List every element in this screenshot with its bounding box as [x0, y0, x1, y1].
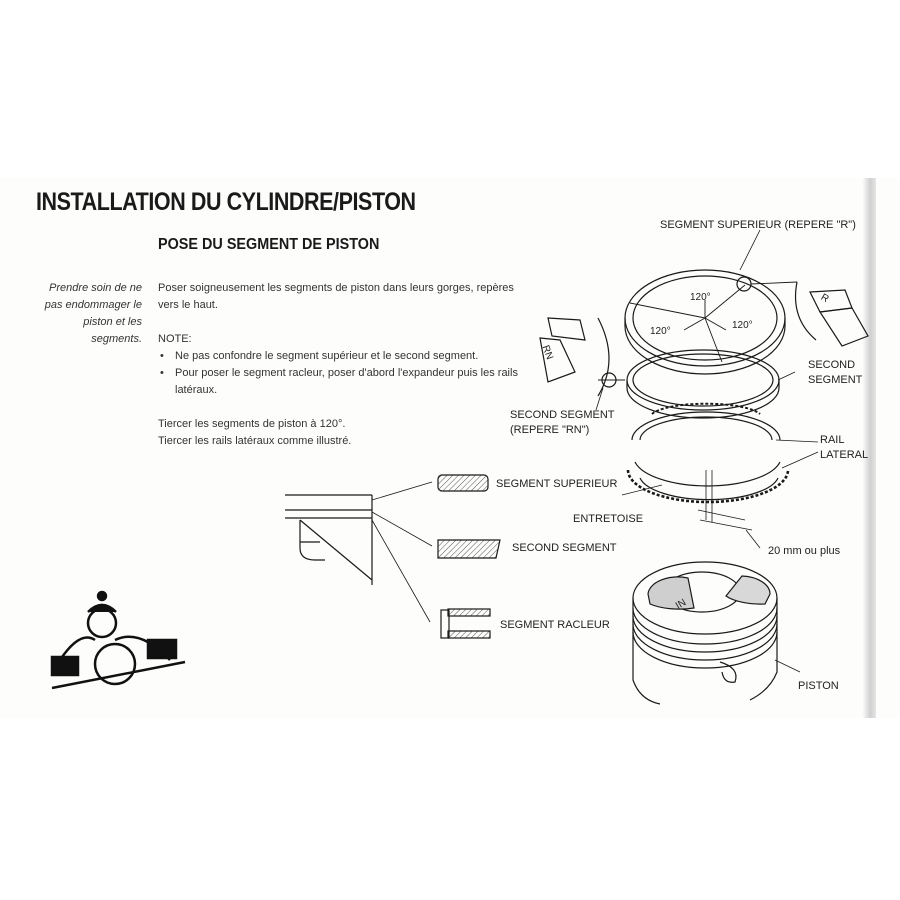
ring-profiles — [437, 474, 501, 639]
label-side-rail: RAIL LATERAL — [820, 434, 869, 461]
piston-ring-diagram — [50, 229, 869, 705]
top-ring — [624, 269, 786, 375]
piston — [632, 561, 778, 705]
note-label: NOTE: — [158, 333, 192, 345]
note-item: Ne pas confondre le segment supérieur et… — [158, 348, 523, 365]
oil-ring-assembly — [626, 402, 790, 504]
label-second-ring: SECOND SEGMENT — [808, 359, 863, 386]
r-mark-callout — [736, 276, 869, 347]
label-profile-second: SECOND SEGMENT — [512, 542, 617, 554]
angle-marks — [629, 284, 746, 363]
note-list: Ne pas confondre le segment supérieur et… — [158, 348, 523, 399]
label-piston: PISTON — [798, 680, 839, 692]
page-paper — [0, 178, 900, 718]
second-ring — [626, 349, 780, 419]
mascot-illustration — [50, 590, 186, 690]
label-profile-top: SEGMENT SUPERIEUR — [496, 478, 618, 490]
label-second-ring-mark: SECOND SEGMENT (REPERE "RN") — [510, 409, 615, 436]
note-item: Pour poser le segment racleur, poser d'a… — [158, 365, 523, 399]
page-edge-shadow — [862, 178, 876, 718]
label-gap: 20 mm ou plus — [768, 545, 841, 557]
bottom-margin — [0, 718, 900, 900]
profile-leaders — [371, 481, 433, 623]
label-leaders — [595, 229, 819, 673]
body-text: Poser soigneusement les segments de pist… — [158, 280, 523, 450]
instruction-line: Tiercer les rails latéraux comme illustr… — [158, 435, 352, 447]
section-title: POSE DU SEGMENT DE PISTON — [158, 236, 380, 253]
page-title: INSTALLATION DU CYLINDRE/PISTON — [36, 188, 416, 216]
piston-section — [285, 494, 373, 585]
label-spacer: ENTRETOISE — [573, 513, 644, 525]
label-angle-top: 120° — [690, 292, 711, 303]
side-note: Prendre soin de ne pas endommager le pis… — [44, 282, 142, 345]
rn-mark-callout — [539, 317, 625, 397]
label-top-ring-mark: SEGMENT SUPERIEUR (REPERE "R") — [660, 219, 856, 231]
label-angle-left: 120° — [650, 326, 671, 337]
top-margin — [0, 0, 900, 178]
label-profile-oil: SEGMENT RACLEUR — [500, 619, 610, 631]
gap-marker — [697, 470, 753, 531]
label-angle-right: 120° — [732, 320, 753, 331]
intro-paragraph: Poser soigneusement les segments de pist… — [158, 282, 514, 311]
instruction-line: Tiercer les segments de piston à 120°. — [158, 418, 346, 430]
